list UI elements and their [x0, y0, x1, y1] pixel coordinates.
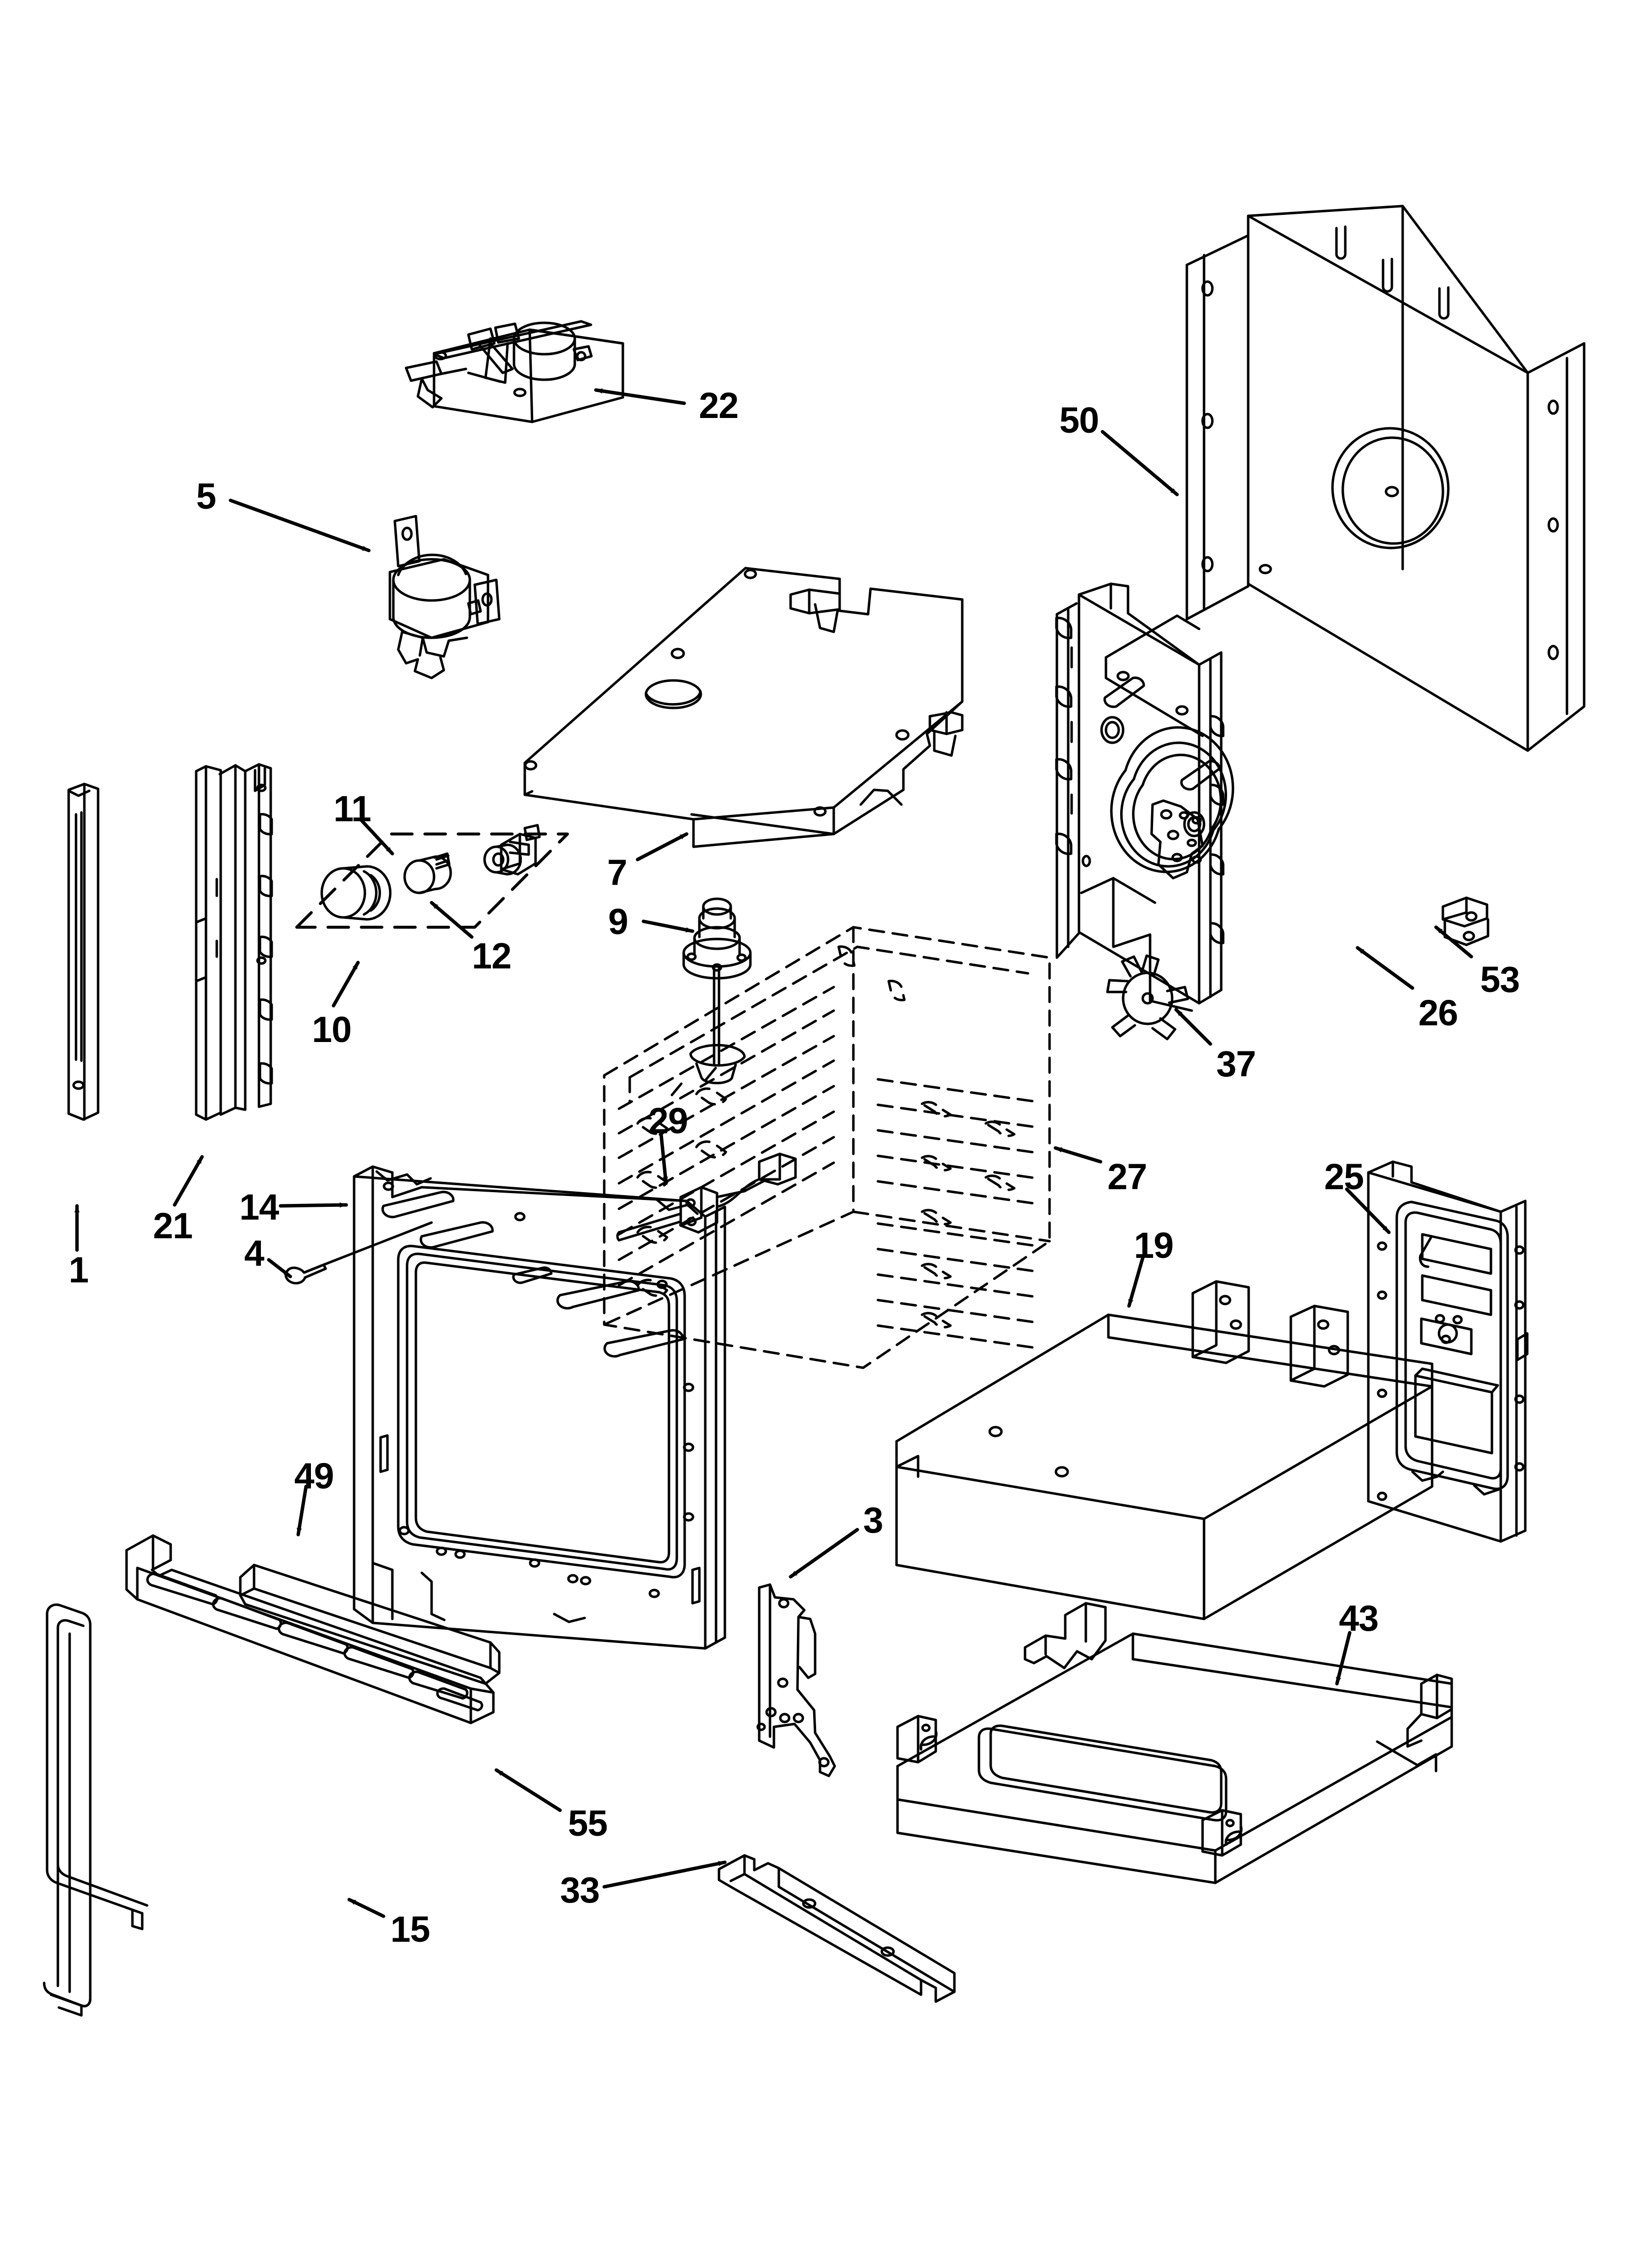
leader-25 [1345, 1187, 1391, 1234]
part-37-blower-wheel [1106, 954, 1189, 1041]
callout-number-1: 1 [69, 1250, 89, 1290]
part-15-door-gasket [43, 1603, 149, 2017]
leader-14 [279, 1202, 348, 1208]
leader-4 [267, 1258, 292, 1278]
part-7-top-panel [523, 567, 964, 848]
part-10-light-lens [320, 865, 392, 921]
part-12-lamp-bulb [403, 852, 452, 894]
callout-number-3: 3 [863, 1500, 883, 1540]
callout-number-21: 21 [153, 1205, 193, 1246]
part-26-back-liner [1055, 582, 1234, 1012]
callout-number-25: 25 [1324, 1156, 1364, 1197]
part-27-oven-cavity-phantom [603, 926, 1051, 1369]
callout-number-5: 5 [196, 476, 216, 517]
callout-number-55: 55 [568, 1803, 608, 1844]
leader-19 [1127, 1256, 1145, 1308]
part-21-side-rail [195, 763, 273, 1121]
part-9-temperature-sensor [682, 897, 752, 1085]
leader-50 [1101, 430, 1179, 496]
leader-15 [347, 1898, 385, 1918]
part-43-bottom-pan [896, 1602, 1453, 1884]
leader-49 [296, 1485, 308, 1537]
part-11-light-group-phantom [295, 833, 569, 929]
callout-number-10: 10 [312, 1009, 352, 1050]
callout-number-37: 37 [1216, 1043, 1256, 1084]
part-25-front-trim-panel [1367, 1160, 1529, 1543]
leader-5 [229, 498, 371, 552]
callout-number-27: 27 [1107, 1156, 1147, 1197]
leader-55 [494, 1768, 562, 1812]
part-19-deck-panel [895, 1280, 1434, 1620]
part-14-front-frame [353, 1165, 726, 1650]
callout-number-43: 43 [1339, 1598, 1379, 1639]
leader-11 [359, 817, 394, 856]
part-55-lower-rail [125, 1534, 495, 1724]
part-4-screw [284, 1221, 433, 1285]
leader-29 [659, 1132, 668, 1185]
leader-21 [173, 1155, 204, 1207]
callout-number-7: 7 [607, 852, 627, 893]
part-11-light-receptacle [483, 824, 541, 876]
leader-7 [636, 832, 689, 861]
leader-3 [789, 1528, 859, 1579]
callout-number-33: 33 [560, 1870, 600, 1910]
part-50-rear-panel [1185, 205, 1586, 752]
leader-26 [1356, 946, 1414, 990]
part-5-thermal-switch [388, 515, 501, 679]
leader-43 [1335, 1631, 1352, 1686]
part-53-harness-clip [1441, 896, 1489, 946]
callout-number-11: 11 [334, 788, 371, 829]
callout-number-12: 12 [472, 936, 512, 976]
part-33-support-rail [718, 1854, 956, 2003]
leader-53 [1434, 925, 1473, 959]
part-1-trim-strip [67, 782, 100, 1121]
part-49-trim-rail [239, 1564, 501, 1685]
leader-10 [332, 961, 360, 1008]
leader-27 [1053, 1146, 1103, 1164]
callout-number-53: 53 [1480, 959, 1520, 1000]
callout-number-4: 4 [244, 1233, 264, 1274]
callout-number-50: 50 [1059, 400, 1099, 441]
leader-9 [641, 919, 694, 933]
callout-number-29: 29 [648, 1100, 688, 1141]
leader-37 [1174, 1008, 1212, 1046]
callout-number-14: 14 [239, 1187, 279, 1227]
part-3-mounting-bracket [756, 1583, 836, 1777]
leader-22 [594, 388, 686, 405]
callout-number-26: 26 [1418, 992, 1458, 1033]
callout-number-19: 19 [1134, 1225, 1174, 1266]
callout-number-49: 49 [294, 1456, 334, 1496]
callout-number-15: 15 [390, 1909, 430, 1950]
leader-33 [602, 1860, 727, 1889]
callout-number-9: 9 [608, 901, 628, 942]
part-22-latch-motor [405, 320, 624, 423]
callout-number-22: 22 [699, 385, 739, 426]
leader-12 [430, 901, 474, 939]
